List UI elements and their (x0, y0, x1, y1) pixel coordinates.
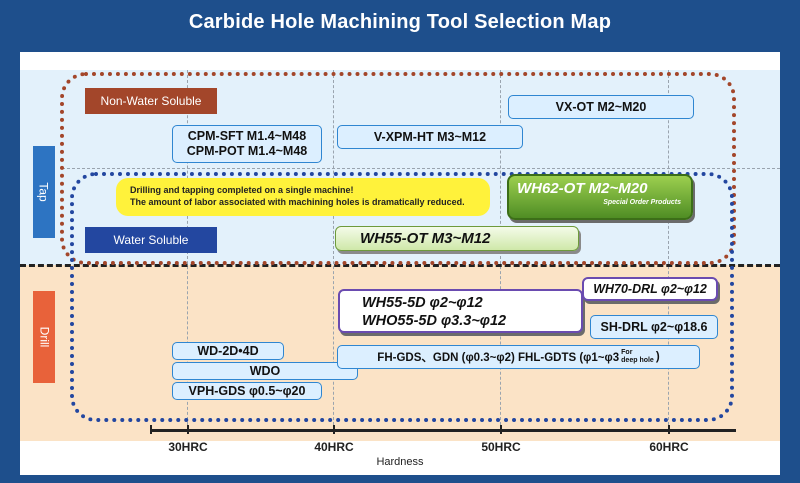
tool-vx-ot: VX-OT M2~M20 (508, 95, 694, 119)
tool-cpm-pot: CPM-POT M1.4~M48 (186, 144, 308, 158)
water-soluble-label: Water Soluble (85, 227, 217, 253)
non-water-soluble-label: Non-Water Soluble (85, 88, 217, 114)
tool-vph-gds: VPH-GDS φ0.5~φ20 (172, 382, 322, 400)
note-line-1: Drilling and tapping completed on a sing… (130, 185, 354, 195)
page-title: Carbide Hole Machining Tool Selection Ma… (188, 11, 612, 33)
tool-wh55-ot: WH55-OT M3~M12 (335, 226, 579, 251)
tap-side-label: Tap (33, 146, 55, 238)
axis-tick-60 (668, 425, 670, 434)
tool-v-xpm-ht: V-XPM-HT M3~M12 (337, 125, 523, 149)
tool-wh55-5d-group: WH55-5D φ2~φ12 WHO55-5D φ3.3~φ12 (338, 289, 583, 333)
non-water-soluble-ring (60, 72, 736, 265)
wh62-ot-label: WH62-OT M2~M20 (517, 180, 648, 197)
drill-side-text: Drill (36, 326, 51, 348)
fh-gds-close: ) (655, 351, 660, 363)
tick-label-40: 40HRC (314, 440, 354, 454)
tool-wh62-ot: WH62-OT M2~M20 Special Order Products (507, 174, 693, 220)
deep-hole-text: deep hole (621, 357, 654, 364)
tick-label-30: 30HRC (168, 440, 208, 454)
tick-label-60: 60HRC (649, 440, 689, 454)
grid-line-40 (333, 70, 334, 430)
note-line-2: The amount of labor associated with mach… (130, 197, 465, 207)
deep-hole-for: For (621, 349, 633, 356)
deep-hole-note: For deep hole (621, 349, 654, 365)
axis-tick-50 (500, 425, 502, 434)
hardness-axis (150, 429, 736, 432)
axis-title: Hardness (376, 456, 424, 468)
tool-who55-5d: WHO55-5D φ3.3~φ12 (362, 313, 507, 329)
tool-wd-2d4d: WD-2D•4D (172, 342, 284, 360)
axis-tick-40 (333, 425, 335, 434)
tool-wh55-5d: WH55-5D φ2~φ12 (362, 295, 483, 311)
tool-wdo: WDO (172, 362, 358, 380)
special-order-label: Special Order Products (603, 199, 681, 206)
drill-side-label: Drill (33, 291, 55, 383)
tool-cpm-sft: CPM-SFT M1.4~M48 (187, 129, 307, 143)
axis-tick-30 (187, 425, 189, 434)
single-machine-note: Drilling and tapping completed on a sing… (116, 178, 490, 216)
tap-side-text: Tap (36, 182, 51, 202)
axis-start-tick (150, 425, 152, 434)
fh-gds-label: FH-GDS、GDN (φ0.3~φ2) FHL-GDTS (φ1~φ3 (377, 352, 620, 364)
tap-guide-line (62, 168, 780, 169)
tool-fh-gds: FH-GDS、GDN (φ0.3~φ2) FHL-GDTS (φ1~φ3 For… (337, 345, 700, 369)
tick-label-50: 50HRC (481, 440, 521, 454)
tool-cpm-group: CPM-SFT M1.4~M48 CPM-POT M1.4~M48 (172, 125, 322, 163)
tool-sh-drl: SH-DRL φ2~φ18.6 (590, 315, 718, 339)
grid-line-60 (668, 70, 669, 430)
water-soluble-ring (70, 172, 734, 422)
tool-wh70-drl: WH70-DRL φ2~φ12 (582, 277, 718, 301)
tap-drill-divider (20, 264, 780, 267)
